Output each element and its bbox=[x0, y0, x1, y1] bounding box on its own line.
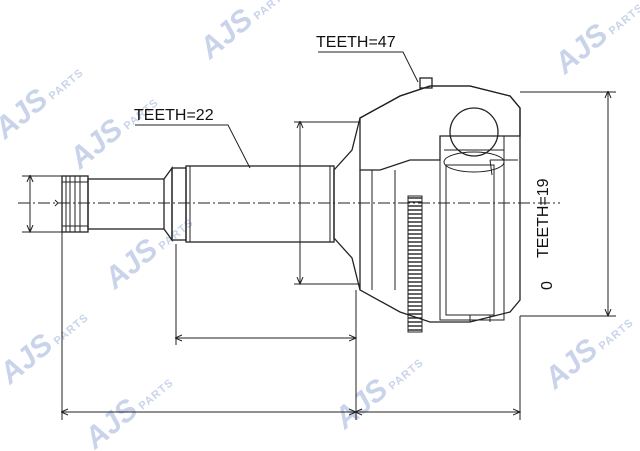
bell-housing bbox=[333, 77, 521, 323]
watermark-5: AJS PARTS bbox=[98, 217, 197, 296]
teeth-shaft-label: TEETH=22 bbox=[134, 107, 214, 124]
teeth-inner-label: TEETH=19 bbox=[535, 178, 552, 258]
shaft-body bbox=[87, 165, 335, 243]
svg-text:PARTS: PARTS bbox=[47, 67, 86, 103]
diameter-symbol: 0 bbox=[539, 281, 556, 290]
leaders bbox=[135, 51, 518, 176]
svg-text:AJS: AJS bbox=[193, 3, 260, 66]
svg-text:AJS: AJS bbox=[0, 328, 59, 391]
watermark-3: AJS PARTS bbox=[0, 67, 86, 146]
dimensions bbox=[22, 92, 616, 420]
svg-text:PARTS: PARTS bbox=[52, 312, 91, 348]
svg-text:AJS: AJS bbox=[63, 113, 130, 176]
watermark-8: AJS PARTS bbox=[0, 312, 91, 391]
watermark-4: AJS PARTS bbox=[63, 97, 162, 176]
svg-text:AJS: AJS bbox=[0, 83, 54, 146]
svg-text:PARTS: PARTS bbox=[387, 357, 426, 393]
teeth-outer-label: TEETH=47 bbox=[316, 34, 396, 51]
svg-text:PARTS: PARTS bbox=[597, 317, 636, 353]
svg-text:AJS: AJS bbox=[548, 18, 615, 81]
svg-text:PARTS: PARTS bbox=[137, 377, 176, 413]
watermark-9: AJS PARTS bbox=[78, 377, 177, 451]
svg-text:AJS: AJS bbox=[538, 333, 605, 396]
svg-text:PARTS: PARTS bbox=[607, 2, 640, 38]
shaft-tip bbox=[54, 175, 89, 233]
watermark-7: AJS PARTS bbox=[328, 357, 427, 436]
watermark-1: AJS PARTS bbox=[193, 0, 292, 66]
svg-text:AJS: AJS bbox=[98, 233, 165, 296]
abs-ring bbox=[407, 195, 423, 333]
watermark-6: AJS PARTS bbox=[538, 317, 637, 396]
ball bbox=[449, 107, 499, 157]
watermark-2: AJS PARTS bbox=[548, 2, 640, 81]
svg-text:PARTS: PARTS bbox=[252, 0, 291, 22]
svg-text:AJS: AJS bbox=[78, 393, 145, 451]
svg-text:AJS: AJS bbox=[328, 373, 395, 436]
